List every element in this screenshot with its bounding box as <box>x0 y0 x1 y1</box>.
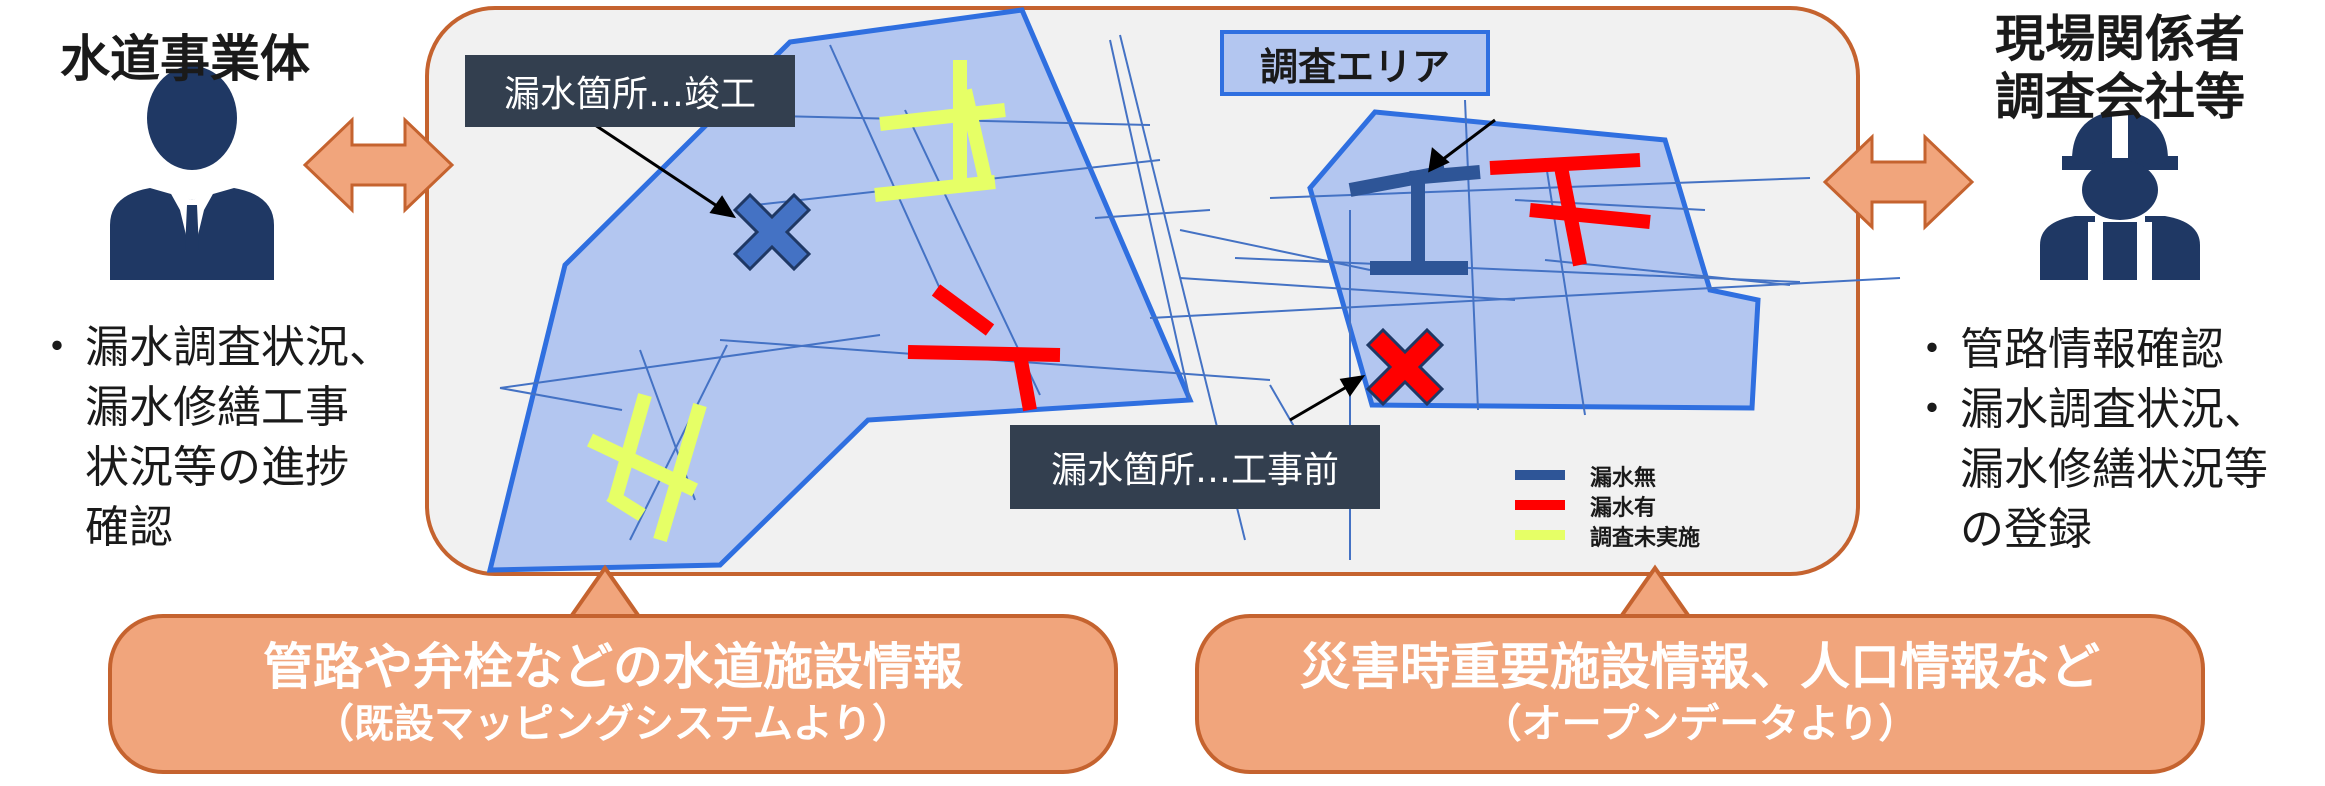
right-actor-bullets: ・ 管路情報確認 ・ 漏水調査状況、 漏水修繕状況等 の登録 <box>1910 320 2310 560</box>
left-bullet-line: 漏水調査状況、 <box>85 322 393 373</box>
legend-swatch-no-leak <box>1515 470 1565 480</box>
banner-pointer-right <box>1616 564 1694 620</box>
business-person-icon <box>110 66 274 280</box>
banner-pointer-left <box>566 564 644 620</box>
legend-label-not-surveyed: 調査未実施 <box>1590 526 1701 551</box>
right-bullet-line: の登録 <box>1960 504 2092 555</box>
left-actor-bullets: ・ 漏水調査状況、 漏水修繕工事 状況等の進捗 確認 <box>35 318 415 558</box>
callout-leak-completed: 漏水箇所…竣工 <box>465 55 795 127</box>
worker-helmet-icon <box>2040 108 2200 280</box>
right-bullet-line: 管路情報確認 <box>1960 324 2224 375</box>
left-bullet-line: 状況等の進捗 <box>85 442 349 493</box>
right-actor-title: 現場関係者 調査会社等 <box>1960 10 2280 126</box>
survey-area-label: 調査エリア <box>1220 30 1490 96</box>
legend-label-no-leak: 漏水無 <box>1590 466 1657 491</box>
legend-label-leak: 漏水有 <box>1590 496 1657 521</box>
right-bullet-line: 漏水修繕状況等 <box>1960 444 2268 495</box>
legend-swatch-not-surveyed <box>1515 530 1565 540</box>
leak-repaired-marker <box>732 192 812 272</box>
left-actor-title: 水道事業体 <box>60 30 310 88</box>
pipes-not-surveyed <box>586 60 1006 542</box>
left-bullet-line: 漏水修繕工事 <box>85 382 349 433</box>
double-arrow-right <box>1822 133 1975 231</box>
banner-opendata-info: 災害時重要施設情報、人口情報など （オープンデータより） <box>1195 614 2205 774</box>
right-bullet-line: 漏水調査状況、 <box>1960 384 2268 435</box>
left-bullet-line: 確認 <box>85 502 173 553</box>
callout-leak-before-repair: 漏水箇所…工事前 <box>1010 425 1380 509</box>
right-actor-title-line: 現場関係者 <box>1995 10 2245 68</box>
leak-before-repair-marker <box>1365 327 1445 407</box>
banner-opendata-line1: 災害時重要施設情報、人口情報など <box>1300 638 2100 696</box>
banner-opendata-line2: （オープンデータより） <box>1481 701 1919 747</box>
double-arrow-left <box>302 116 455 214</box>
banner-facility-line2: （既設マッピングシステムより） <box>314 701 912 747</box>
right-actor-title-line: 調査会社等 <box>1995 68 2245 126</box>
pipes-no-leak <box>1348 165 1481 275</box>
callout-arrows <box>594 118 1496 422</box>
pipes-leak-found <box>907 153 1651 412</box>
banner-facility-info: 管路や弁栓などの水道施設情報 （既設マッピングシステムより） <box>108 614 1118 774</box>
banner-facility-line1: 管路や弁栓などの水道施設情報 <box>263 638 963 696</box>
survey-area-right <box>1307 109 1761 411</box>
legend-swatch-leak <box>1515 500 1565 510</box>
